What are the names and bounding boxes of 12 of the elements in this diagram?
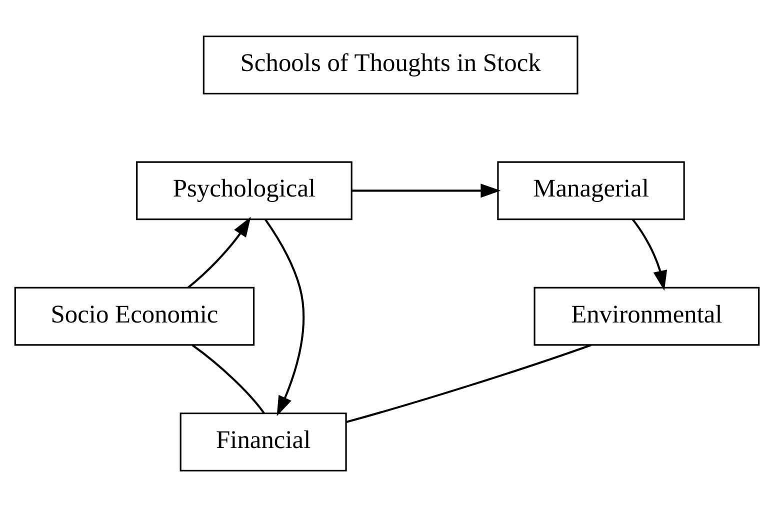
connector <box>192 344 265 414</box>
node-box: Financial <box>180 412 347 472</box>
arrow <box>264 218 305 416</box>
node-box: Managerial <box>497 161 685 220</box>
node-box: Schools of Thoughts in Stock <box>202 36 578 94</box>
node-box: Socio Economic <box>14 286 255 346</box>
arrow <box>352 184 501 198</box>
arrow <box>187 216 251 288</box>
node-box: Environmental <box>534 286 760 346</box>
connector <box>346 344 592 424</box>
node-box: Psychological <box>136 161 352 220</box>
arrow <box>632 218 668 291</box>
